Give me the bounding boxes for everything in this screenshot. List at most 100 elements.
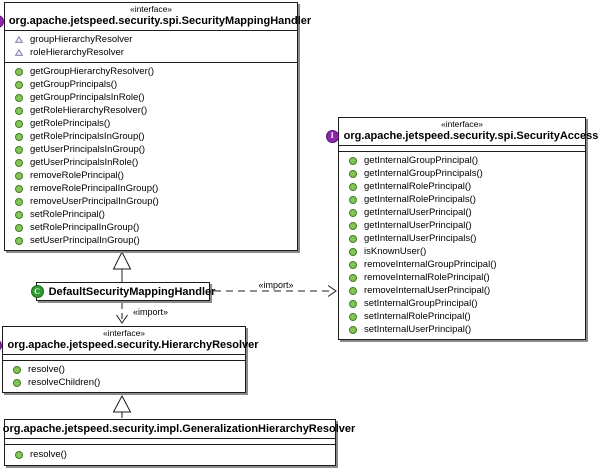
- method-label: getRolePrincipals(): [30, 118, 111, 129]
- method-label: removeRolePrincipalInGroup(): [30, 183, 159, 194]
- method-row: getInternalGroupPrincipal(): [339, 154, 585, 167]
- method-icon: [15, 210, 23, 219]
- methods-compartment: getInternalGroupPrincipal() getInternalG…: [339, 151, 585, 339]
- method-label: getGroupHierarchyResolver(): [30, 66, 155, 77]
- method-row: removeInternalUserPrincipal(): [339, 284, 585, 297]
- class-box-default-security-mapping-handler: C DefaultSecurityMappingHandler: [30, 282, 215, 301]
- method-icon: [349, 312, 357, 321]
- method-row: getGroupPrincipalsInRole(): [5, 91, 297, 104]
- method-row: getInternalGroupPrincipals(): [339, 167, 585, 180]
- method-label: setUserPrincipalInGroup(): [30, 235, 140, 246]
- box-title: I org.apache.jetspeed.security.spi.Secur…: [0, 14, 311, 28]
- method-row: setRolePrincipal(): [5, 208, 297, 221]
- method-label: removeInternalUserPrincipal(): [364, 285, 491, 296]
- method-icon: [15, 197, 23, 206]
- method-label: getGroupPrincipals(): [30, 79, 118, 90]
- method-icon: [349, 169, 357, 178]
- method-label: getGroupPrincipalsInRole(): [30, 92, 145, 103]
- method-label: getRolePrincipalsInGroup(): [30, 131, 145, 142]
- method-icon: [349, 208, 357, 217]
- method-label: getUserPrincipalsInRole(): [30, 157, 139, 168]
- method-row: removeInternalRolePrincipal(): [339, 271, 585, 284]
- method-icon: [349, 182, 357, 191]
- import-stereotype-label-down: «import»: [133, 307, 169, 317]
- box-header: «interface» I org.apache.jetspeed.securi…: [325, 118, 598, 145]
- method-row: resolve(): [3, 363, 245, 376]
- method-row: getGroupHierarchyResolver(): [5, 65, 297, 78]
- method-label: getInternalRolePrincipals(): [364, 194, 476, 205]
- methods-compartment: resolve(): [5, 444, 335, 465]
- method-label: removeInternalRolePrincipal(): [364, 272, 490, 283]
- method-label: setInternalGroupPrincipal(): [364, 298, 478, 309]
- method-icon: [15, 236, 23, 245]
- method-row: setRolePrincipalInGroup(): [5, 221, 297, 234]
- method-icon: [349, 156, 357, 165]
- attribute-label: roleHierarchyResolver: [30, 47, 124, 58]
- method-label: resolve(): [30, 449, 67, 460]
- method-icon: [15, 223, 23, 232]
- interface-icon: I: [0, 338, 3, 352]
- attributes-compartment: groupHierarchyResolver roleHierarchyReso…: [5, 30, 297, 62]
- method-label: setInternalUserPrincipal(): [364, 324, 472, 335]
- attribute-label: groupHierarchyResolver: [30, 34, 133, 45]
- method-row: setInternalGroupPrincipal(): [339, 297, 585, 310]
- box-title: I org.apache.jetspeed.security.spi.Secur…: [325, 129, 598, 143]
- method-label: setRolePrincipal(): [30, 209, 105, 220]
- method-row: setUserPrincipalInGroup(): [5, 234, 297, 247]
- box-header: «interface» I org.apache.jetspeed.securi…: [0, 327, 259, 354]
- method-icon: [15, 93, 23, 102]
- method-icon: [15, 158, 23, 167]
- interface-icon: I: [325, 129, 339, 143]
- method-label: getInternalRolePrincipal(): [364, 181, 472, 192]
- method-row: getUserPrincipalsInGroup(): [5, 143, 297, 156]
- method-row: getRoleHierarchyResolver(): [5, 104, 297, 117]
- method-label: getUserPrincipalsInGroup(): [30, 144, 146, 155]
- method-row: getInternalRolePrincipals(): [339, 193, 585, 206]
- method-label: getInternalUserPrincipal(): [364, 220, 472, 231]
- method-row: getInternalUserPrincipals(): [339, 232, 585, 245]
- box-name: org.apache.jetspeed.security.spi.Securit…: [8, 15, 312, 27]
- method-icon: [349, 221, 357, 230]
- method-row: getInternalUserPrincipal(): [339, 219, 585, 232]
- method-icon: [15, 145, 23, 154]
- method-label: getInternalUserPrincipals(): [364, 233, 477, 244]
- method-label: isKnownUser(): [364, 246, 427, 257]
- method-row: removeUserPrincipalInGroup(): [5, 195, 297, 208]
- realization-edge-top: [112, 250, 132, 282]
- interface-box-hierarchy-resolver: «interface» I org.apache.jetspeed.securi…: [0, 326, 259, 393]
- method-icon: [349, 234, 357, 243]
- box-title: C org.apache.jetspeed.security.impl.Gene…: [3, 422, 356, 436]
- method-icon: [349, 247, 357, 256]
- method-label: resolve(): [28, 364, 65, 375]
- method-icon: [349, 260, 357, 269]
- method-row: getRolePrincipalsInGroup(): [5, 130, 297, 143]
- attributes-compartment-empty: [5, 438, 335, 444]
- methods-compartment: resolve() resolveChildren(): [3, 360, 245, 392]
- method-icon: [349, 286, 357, 295]
- method-row: getUserPrincipalsInRole(): [5, 156, 297, 169]
- method-icon: [15, 132, 23, 141]
- method-label: setRolePrincipalInGroup(): [30, 222, 140, 233]
- attribute-row: groupHierarchyResolver: [5, 33, 297, 46]
- method-icon: [13, 365, 21, 374]
- interface-box-security-mapping-handler: «interface» I org.apache.jetspeed.securi…: [0, 2, 311, 251]
- method-icon: [15, 450, 23, 459]
- method-row: setInternalUserPrincipal(): [339, 323, 585, 336]
- box-name: org.apache.jetspeed.security.impl.Genera…: [2, 423, 356, 435]
- method-icon: [349, 273, 357, 282]
- box-header: C org.apache.jetspeed.security.impl.Gene…: [3, 420, 356, 438]
- stereotype-label: «interface»: [102, 328, 146, 338]
- method-row: removeInternalGroupPrincipal(): [339, 258, 585, 271]
- attributes-compartment-empty: [3, 354, 245, 360]
- box-header: «interface» I org.apache.jetspeed.securi…: [0, 3, 311, 30]
- method-label: removeInternalGroupPrincipal(): [364, 259, 497, 270]
- method-icon: [15, 67, 23, 76]
- box-name: org.apache.jetspeed.security.spi.Securit…: [343, 130, 599, 142]
- methods-compartment: getGroupHierarchyResolver() getGroupPrin…: [5, 62, 297, 250]
- interface-icon: I: [0, 14, 4, 28]
- method-label: getInternalUserPrincipal(): [364, 207, 472, 218]
- method-row: getInternalUserPrincipal(): [339, 206, 585, 219]
- method-label: getInternalGroupPrincipals(): [364, 168, 483, 179]
- method-row: getGroupPrincipals(): [5, 78, 297, 91]
